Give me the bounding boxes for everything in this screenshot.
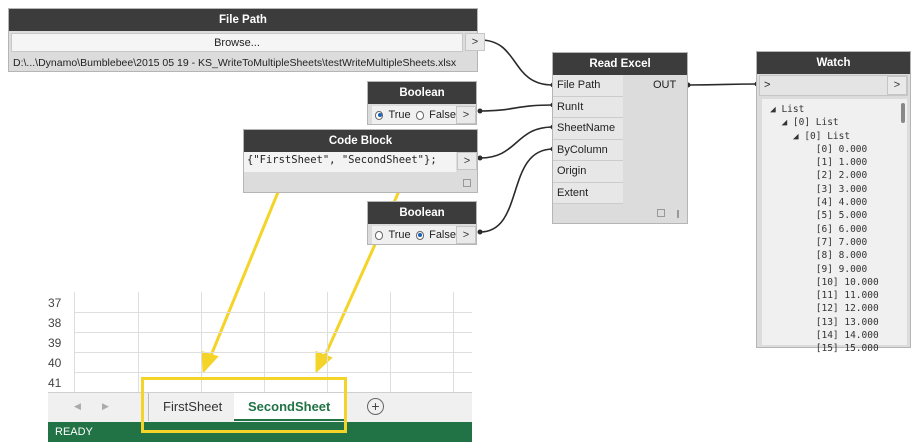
radio-false[interactable] xyxy=(415,110,425,120)
watch-tree-row: ◢ [0] List xyxy=(770,117,839,129)
watch-tree-row: [8] 8.000 xyxy=(770,250,868,262)
resize-handle[interactable] xyxy=(657,209,665,217)
code-editor[interactable]: {"FirstSheet", "SecondSheet"}; xyxy=(244,152,456,172)
row-header: 38 xyxy=(48,316,62,330)
read-excel-node[interactable]: Read Excel File Path RunIt SheetName ByC… xyxy=(552,52,688,224)
watch-tree-row: [10] 10.000 xyxy=(770,276,879,288)
node-title: Watch xyxy=(757,52,910,74)
true-label: True xyxy=(388,229,411,241)
gridline xyxy=(327,292,328,392)
input-port-file-path[interactable]: File Path xyxy=(553,75,623,97)
row-header: 40 xyxy=(48,356,62,370)
watch-tree-row: ◢ [0] List xyxy=(770,130,851,142)
gridline xyxy=(390,292,391,392)
watch-tree-row: [7] 7.000 xyxy=(770,236,868,248)
true-label: True xyxy=(388,109,411,121)
boolean-node-runit[interactable]: Boolean True False > xyxy=(367,81,477,125)
radio-true[interactable] xyxy=(375,110,384,120)
browse-button[interactable]: Browse... xyxy=(11,33,463,52)
output-port-out[interactable]: OUT xyxy=(653,79,677,91)
boolean-toggle[interactable]: True False xyxy=(372,106,456,124)
scroll-tabs-left-icon[interactable]: ◀ xyxy=(74,401,81,411)
code-block-node[interactable]: Code Block {"FirstSheet", "SecondSheet"}… xyxy=(243,129,478,193)
input-port-extent[interactable]: Extent xyxy=(553,182,623,204)
wire-filepath xyxy=(479,39,554,86)
input-ports: File Path RunIt SheetName ByColumn Origi… xyxy=(553,75,623,204)
gridline xyxy=(201,292,202,392)
gridline xyxy=(264,292,265,392)
watch-tree-row: [13] 13.000 xyxy=(770,316,879,328)
watch-tree-row: [14] 14.000 xyxy=(770,330,879,342)
file-path-value: D:\...\Dynamo\Bumblebee\2015 05 19 - KS_… xyxy=(13,57,457,69)
watch-tree-row: [3] 3.000 xyxy=(770,183,868,195)
tabs-highlight-box xyxy=(141,377,347,433)
watch-tree-row: [11] 11.000 xyxy=(770,290,879,302)
false-label: False xyxy=(429,229,456,241)
gridline xyxy=(138,292,139,392)
input-port-sheetname[interactable]: SheetName xyxy=(553,118,623,140)
watch-tree-row: [9] 9.000 xyxy=(770,263,868,275)
gridline xyxy=(74,312,472,313)
scroll-tabs-right-icon[interactable]: ▶ xyxy=(102,401,109,411)
sheet-tab-bar: ◀ ▶ FirstSheet SecondSheet + xyxy=(48,392,472,422)
output-port[interactable]: > xyxy=(457,152,477,170)
row-header: 37 xyxy=(48,296,62,310)
watch-tree-row: ◢ List xyxy=(770,104,805,115)
gridline xyxy=(74,372,472,373)
node-title: Code Block xyxy=(244,130,477,152)
input-port-runit[interactable]: RunIt xyxy=(553,96,623,118)
watch-node[interactable]: Watch > > ◢ List ◢ [0] List ◢ [0] List [… xyxy=(756,51,911,354)
output-port[interactable]: > xyxy=(456,106,476,124)
gridline xyxy=(74,352,472,353)
resize-handle[interactable] xyxy=(463,179,471,187)
row-header: 41 xyxy=(48,376,62,390)
watch-tree-row: [6] 6.000 xyxy=(770,223,868,235)
wire-runit xyxy=(479,104,554,112)
scrollbar[interactable] xyxy=(901,103,905,123)
boolean-toggle[interactable]: True False xyxy=(372,226,456,244)
radio-true[interactable] xyxy=(375,230,384,240)
input-port[interactable]: > xyxy=(764,79,771,91)
watch-tree-row: [4] 4.000 xyxy=(770,197,868,209)
wire-sheetname xyxy=(479,126,554,159)
watch-tree-row: [2] 2.000 xyxy=(770,170,868,182)
tab-secondsheet[interactable]: SecondSheet xyxy=(234,393,345,421)
false-label: False xyxy=(429,109,456,121)
add-sheet-icon[interactable]: + xyxy=(367,398,384,415)
gridline xyxy=(453,292,454,392)
wire-out-watch xyxy=(687,83,758,86)
file-path-node[interactable]: File Path Browse... > D:\...\Dynamo\Bumb… xyxy=(8,8,485,72)
watch-tree-row: [5] 5.000 xyxy=(770,210,868,222)
output-port[interactable]: > xyxy=(456,226,476,244)
node-title: File Path xyxy=(9,9,477,31)
input-port-bycolumn[interactable]: ByColumn xyxy=(553,139,623,161)
boolean-node-bycolumn[interactable]: Boolean True False > xyxy=(367,201,477,245)
output-port[interactable]: > xyxy=(465,33,485,51)
node-title: Read Excel xyxy=(553,53,687,75)
gridline xyxy=(74,332,472,333)
watch-port-row: > > xyxy=(759,75,908,96)
gridline xyxy=(74,292,75,392)
lacing-indicator xyxy=(677,210,679,218)
wire-bycolumn xyxy=(479,148,554,233)
output-port[interactable]: > xyxy=(887,76,907,95)
watch-tree-row: [0] 0.000 xyxy=(770,143,868,155)
node-title: Boolean xyxy=(368,202,476,224)
node-title: Boolean xyxy=(368,82,476,104)
radio-false[interactable] xyxy=(415,230,425,240)
watch-tree: ◢ List ◢ [0] List ◢ [0] List [0] 0.000 [… xyxy=(762,99,907,356)
watch-tree-row: [1] 1.000 xyxy=(770,157,868,169)
watch-tree-row: [12] 12.000 xyxy=(770,303,879,315)
watch-tree-view[interactable]: ◢ List ◢ [0] List ◢ [0] List [0] 0.000 [… xyxy=(762,99,907,354)
input-port-origin[interactable]: Origin xyxy=(553,161,623,183)
watch-tree-row: [15] 15.000 xyxy=(770,343,879,355)
row-header: 39 xyxy=(48,336,62,350)
